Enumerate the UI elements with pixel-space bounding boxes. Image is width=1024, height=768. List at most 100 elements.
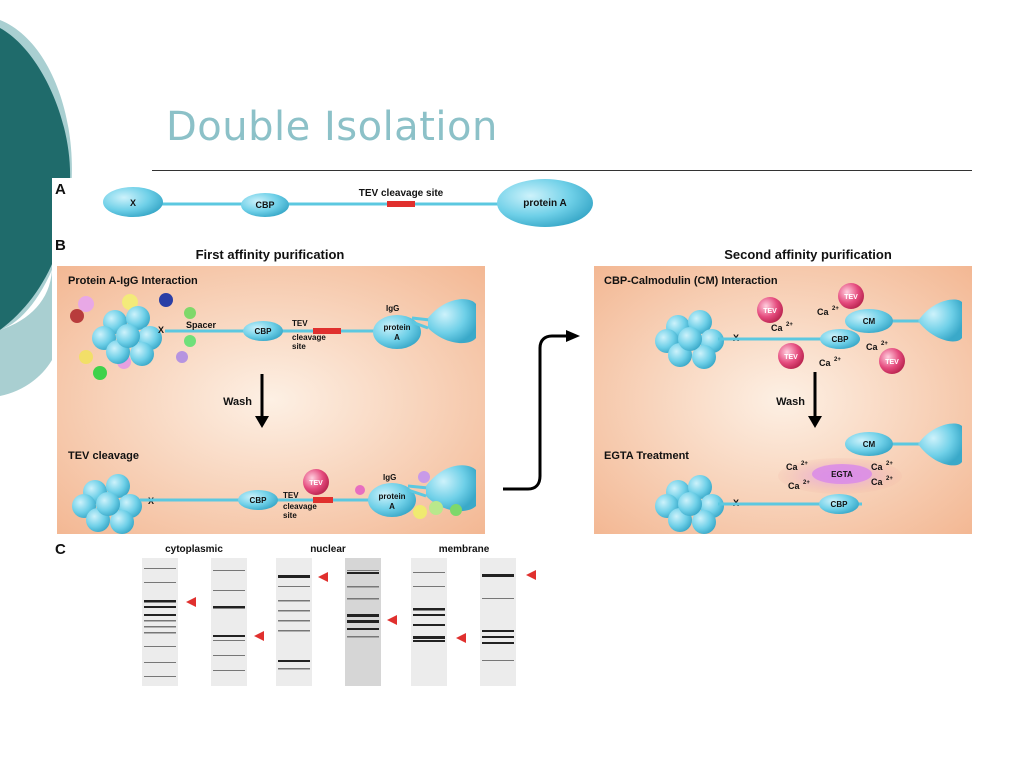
gel-lane-5	[411, 558, 447, 686]
gel-band	[413, 624, 445, 626]
gel-band	[482, 574, 514, 577]
gel-band	[347, 636, 379, 638]
right-bottom-cbp	[819, 494, 859, 514]
gel-band	[213, 590, 245, 591]
svg-text:Ca: Ca	[819, 358, 831, 368]
panel-c-letter: C	[55, 541, 66, 558]
tev-enzyme-left-label: TEV	[309, 480, 323, 487]
panel-a-x-label: X	[130, 198, 136, 208]
wash-arrowhead-right	[808, 416, 822, 428]
gel-band	[347, 572, 379, 574]
gel-band	[278, 630, 310, 632]
complex-right-top	[655, 310, 724, 369]
gel-band	[347, 628, 379, 630]
right-bottom-cbp-label: CBP	[831, 500, 849, 509]
complex-right-bottom	[655, 475, 724, 534]
band-arrow-marker	[186, 597, 196, 607]
gel-band	[144, 662, 176, 663]
gel-band	[278, 610, 310, 612]
svg-text:2+: 2+	[832, 306, 839, 312]
gel-band	[278, 600, 310, 602]
cbp-top-label: CBP	[255, 327, 273, 336]
gel-band	[144, 626, 176, 628]
gel-band	[278, 575, 310, 578]
protein-a-top	[373, 315, 421, 349]
panel-a-cbp	[241, 193, 289, 217]
protein-a-top-label-1: protein	[383, 323, 410, 332]
gel-band	[213, 655, 245, 656]
tev-enzyme-right-3-label: TEV	[784, 354, 798, 361]
svg-text:2+: 2+	[801, 461, 808, 467]
tev-site-top	[313, 328, 341, 334]
gel-band	[413, 640, 445, 642]
gel-lane-3	[276, 558, 312, 686]
band-arrow-marker	[318, 572, 328, 582]
igg-bottom-label: IgG	[383, 473, 396, 482]
lane-label-membrane: membrane	[439, 544, 490, 555]
egta-treatment-title: EGTA Treatment	[604, 450, 689, 462]
tev-enzyme-right-2	[838, 283, 864, 309]
calcium-ions-bottom: Ca 2+ Ca 2+ Ca 2+ Ca 2+	[786, 461, 893, 491]
site-top-label: site	[292, 342, 306, 351]
band-arrow-marker	[254, 631, 264, 641]
second-purification-box	[594, 266, 972, 534]
gel-band	[144, 600, 176, 603]
svg-text:Ca: Ca	[866, 342, 878, 352]
gel-band	[278, 586, 310, 587]
gel-lane-6	[480, 558, 516, 686]
contaminant-proteins	[70, 293, 196, 380]
gel-lane-2	[211, 558, 247, 686]
gel-band	[347, 620, 379, 623]
wash-label-right: Wash	[776, 396, 805, 408]
protein-complex-bottom	[72, 474, 142, 534]
gel-band	[144, 606, 176, 608]
gel-band	[482, 598, 514, 599]
gel-band	[278, 620, 310, 622]
tev-enzyme-right-4-label: TEV	[885, 359, 899, 366]
gel-band	[482, 636, 514, 638]
gel-band	[144, 568, 176, 569]
svg-text:2+: 2+	[886, 461, 893, 467]
gel-band	[347, 586, 379, 588]
protein-a-top-label-2: A	[394, 333, 400, 342]
first-purification-heading: First affinity purification	[196, 247, 345, 262]
band-arrow-marker	[387, 615, 397, 625]
tev-enzyme-right-1-label: TEV	[763, 308, 777, 315]
transfer-arrow	[503, 334, 570, 491]
svg-text:Ca: Ca	[817, 307, 829, 317]
wash-arrowhead-left	[255, 416, 269, 428]
site-bottom-label: site	[283, 511, 297, 520]
gel-band	[413, 608, 445, 611]
gel-lane-1	[142, 558, 178, 686]
igg-arms-bottom	[407, 484, 429, 498]
gel-band	[347, 570, 379, 571]
igg-top-label: IgG	[386, 304, 399, 313]
panel-a-cbp-label: CBP	[255, 200, 274, 210]
panel-a-x-domain	[103, 187, 163, 217]
gel-band	[413, 614, 445, 616]
svg-text:2+: 2+	[881, 341, 888, 347]
tev-site-bottom	[313, 497, 333, 503]
gel-band	[144, 632, 176, 634]
panel-a-letter: A	[55, 181, 66, 198]
wash-label-left: Wash	[223, 396, 252, 408]
igg-bead-top	[428, 299, 476, 344]
tev-enzyme-right-3	[778, 343, 804, 369]
protein-a-bottom-label-2: A	[389, 502, 395, 511]
cbp-calmodulin-title: CBP-Calmodulin (CM) Interaction	[604, 275, 778, 287]
gel-band	[144, 614, 176, 616]
right-top-cbp-label: CBP	[832, 335, 850, 344]
tev-enzyme-left	[303, 469, 329, 495]
cbp-bottom-label: CBP	[250, 496, 268, 505]
svg-text:Ca: Ca	[871, 462, 883, 472]
gel-band	[144, 582, 176, 583]
protein-complex-top	[92, 306, 162, 366]
svg-text:Ca: Ca	[786, 462, 798, 472]
gel-band	[144, 676, 176, 677]
protein-a-igg-title: Protein A-IgG Interaction	[68, 275, 198, 287]
tev-bottom-label: TEV	[283, 491, 299, 500]
gel-band	[278, 668, 310, 670]
right-bottom-cm	[845, 432, 893, 456]
gel-band	[213, 606, 245, 609]
svg-text:2+: 2+	[803, 480, 810, 486]
